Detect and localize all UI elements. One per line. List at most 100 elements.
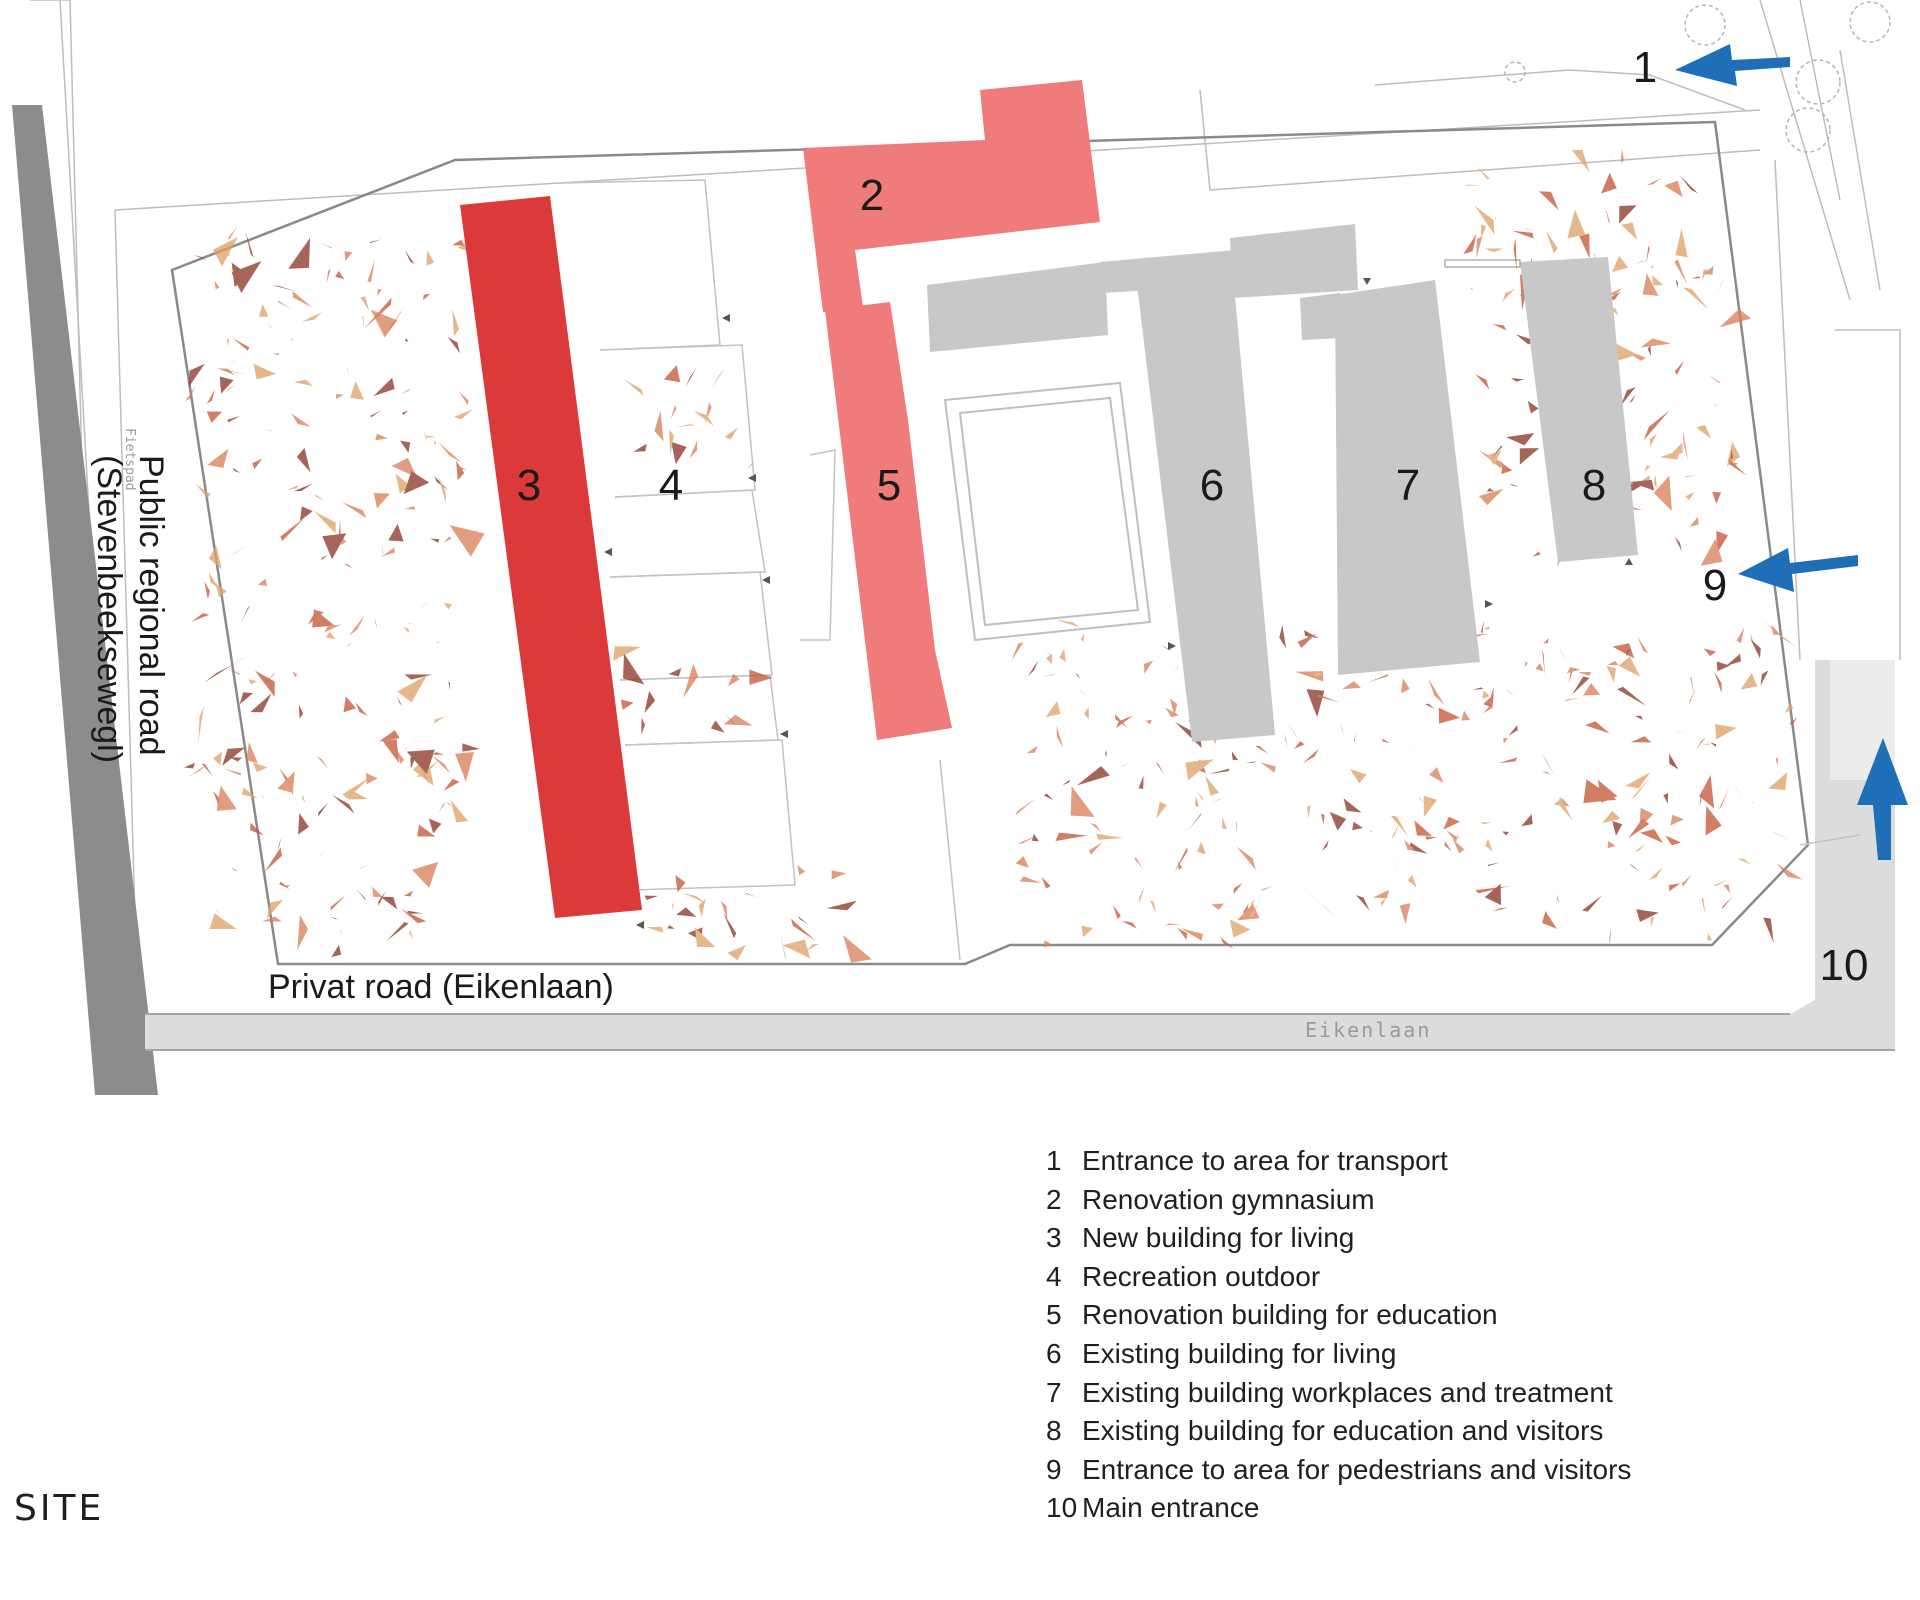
leaf-mark bbox=[1317, 694, 1340, 703]
leaf-mark bbox=[296, 447, 311, 473]
leaf-mark bbox=[1149, 900, 1156, 913]
label-9: 9 bbox=[1703, 561, 1727, 610]
leaf-mark bbox=[1474, 205, 1495, 235]
leaf-mark bbox=[204, 581, 210, 600]
leaf-mark bbox=[1279, 624, 1287, 649]
leaf-mark bbox=[1260, 762, 1276, 773]
leaf-mark bbox=[276, 836, 282, 854]
leaf-mark bbox=[1640, 338, 1672, 348]
leaf-mark bbox=[355, 702, 368, 716]
leaf-mark bbox=[1719, 309, 1752, 328]
leaf-mark bbox=[1760, 670, 1769, 686]
leaf-mark bbox=[1090, 823, 1102, 833]
leaf-mark bbox=[1453, 839, 1465, 854]
leaf-mark bbox=[1070, 786, 1095, 817]
leaf-mark bbox=[413, 735, 417, 752]
leaf-mark bbox=[365, 772, 378, 785]
leaf-mark bbox=[1198, 771, 1223, 775]
leaf-mark bbox=[1381, 897, 1387, 907]
leaf-mark bbox=[1342, 681, 1361, 690]
label-10: 10 bbox=[1820, 941, 1869, 990]
leaf-mark bbox=[230, 866, 238, 872]
leaf-mark bbox=[426, 250, 435, 266]
leaf-mark bbox=[445, 801, 452, 807]
leaf-mark bbox=[1716, 276, 1725, 295]
leaf-mark bbox=[1160, 645, 1172, 652]
leaf-mark bbox=[335, 270, 345, 280]
leaf-mark bbox=[1611, 152, 1613, 165]
leaf-mark bbox=[325, 631, 336, 640]
leaf-mark bbox=[1389, 858, 1399, 888]
label-6: 6 bbox=[1200, 461, 1224, 510]
leaf-mark bbox=[1044, 940, 1052, 948]
leaf-mark bbox=[218, 368, 236, 376]
leaf-mark bbox=[744, 893, 757, 898]
leaf-mark bbox=[1031, 833, 1039, 842]
leaf-mark bbox=[208, 572, 219, 589]
leaf-mark bbox=[223, 656, 246, 671]
leaf-mark bbox=[231, 262, 252, 287]
leaf-mark bbox=[1178, 768, 1185, 777]
leaf-mark bbox=[1726, 441, 1741, 467]
leaf-mark bbox=[1470, 287, 1473, 291]
leaf-mark bbox=[1251, 898, 1255, 908]
leaf-mark bbox=[721, 710, 737, 727]
leaf-mark bbox=[458, 390, 469, 406]
leaf-mark bbox=[1703, 648, 1717, 657]
leaf-mark bbox=[1368, 830, 1373, 833]
leaf-mark bbox=[1652, 275, 1664, 286]
leaf-mark bbox=[279, 768, 294, 795]
leaf-mark bbox=[1647, 343, 1651, 357]
leaf-mark bbox=[1297, 633, 1317, 648]
leaf-mark bbox=[1612, 821, 1623, 836]
leaf-mark bbox=[669, 429, 674, 456]
leaf-mark bbox=[1728, 458, 1747, 476]
legend-text: Renovation gymnasium bbox=[1082, 1183, 1375, 1215]
leaf-mark bbox=[1681, 874, 1692, 887]
leaf-mark bbox=[711, 367, 726, 389]
leaf-mark bbox=[254, 670, 275, 697]
leaf-mark bbox=[1180, 928, 1203, 941]
leaf-mark bbox=[1502, 831, 1509, 836]
leaf-mark bbox=[311, 293, 328, 304]
leaf-mark bbox=[683, 664, 699, 698]
leaf-mark bbox=[360, 296, 370, 311]
leaf-mark bbox=[782, 939, 811, 959]
leaf-mark bbox=[428, 818, 442, 834]
leaf-mark bbox=[1735, 787, 1743, 798]
leaf-mark bbox=[620, 699, 634, 710]
leaf-mark bbox=[292, 671, 298, 678]
leaf-mark bbox=[1508, 725, 1518, 736]
leaf-mark bbox=[264, 847, 282, 872]
legend-number: 1 bbox=[1046, 1145, 1062, 1176]
leaf-mark bbox=[1607, 660, 1619, 666]
leaf-mark bbox=[430, 538, 440, 543]
leaf-mark bbox=[797, 865, 806, 876]
leaf-mark bbox=[453, 409, 473, 420]
leaf-mark bbox=[1504, 382, 1510, 391]
leaf-mark bbox=[1286, 721, 1299, 740]
leaf-mark bbox=[654, 410, 664, 442]
leaf-mark bbox=[228, 226, 238, 240]
leaf-mark bbox=[1607, 841, 1616, 849]
leaf-mark bbox=[1491, 445, 1503, 459]
leaf-mark bbox=[195, 483, 211, 498]
leaf-mark bbox=[434, 716, 446, 724]
leaf-mark bbox=[1121, 920, 1137, 929]
leaf-mark bbox=[222, 768, 242, 776]
leaf-mark bbox=[343, 696, 356, 713]
leaf-mark bbox=[1399, 903, 1411, 924]
arrow-entrance-9-icon bbox=[1738, 548, 1858, 592]
leaf-mark bbox=[369, 239, 382, 243]
leaf-mark bbox=[1752, 801, 1755, 804]
leaf-mark bbox=[331, 944, 342, 958]
leaf-mark bbox=[1648, 867, 1663, 881]
street-label-eikenlaan: Eikenlaan bbox=[1305, 1018, 1431, 1042]
leaf-mark bbox=[1541, 752, 1556, 776]
leaf-mark bbox=[1620, 386, 1636, 407]
leaf-mark bbox=[436, 641, 442, 644]
leaf-mark bbox=[1571, 149, 1590, 173]
leaf-mark bbox=[1205, 775, 1220, 796]
leaf-mark bbox=[434, 440, 437, 445]
